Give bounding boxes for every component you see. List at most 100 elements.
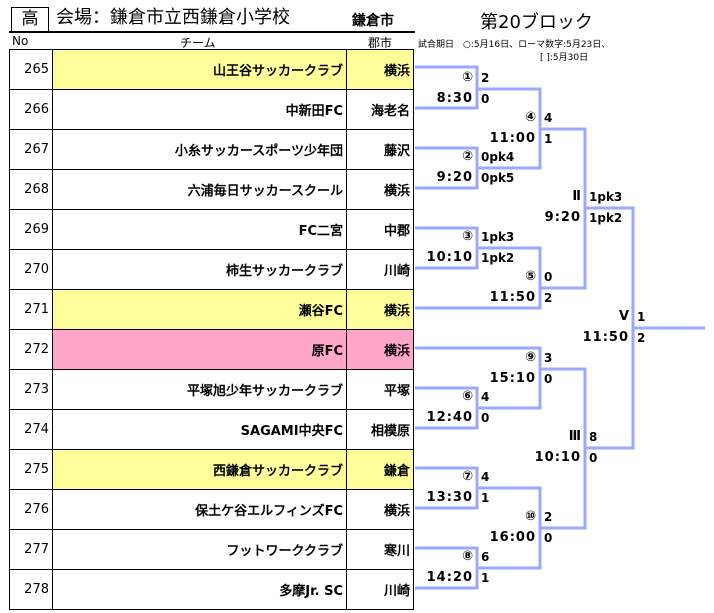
match-number: ② bbox=[461, 149, 473, 164]
score-top: 4 bbox=[544, 111, 553, 125]
match-number: ⑦ bbox=[461, 469, 473, 484]
team-number: 270 bbox=[9, 249, 53, 290]
score-top: 8 bbox=[589, 430, 598, 444]
team-name: 西鎌倉サッカークラブ bbox=[52, 449, 347, 490]
score-top: 6 bbox=[481, 550, 490, 564]
team-city: 中郡 bbox=[346, 209, 414, 250]
team-name: FC二宮 bbox=[52, 209, 347, 250]
team-name: 六浦毎日サッカースクール bbox=[52, 169, 347, 210]
score-bottom: 0 bbox=[544, 531, 553, 545]
team-name: 保土ケ谷エルフィンズFC bbox=[52, 489, 347, 530]
score-bottom: 1pk2 bbox=[589, 211, 623, 225]
score-bottom: 2 bbox=[637, 331, 646, 345]
score-bottom: 1 bbox=[481, 491, 490, 505]
team-name: 小糸サッカースポーツ少年団 bbox=[52, 129, 347, 170]
team-name: 多摩Jr. SC bbox=[52, 569, 347, 610]
match-number: ⑩ bbox=[524, 509, 536, 524]
match-time: 16:00 bbox=[489, 530, 536, 545]
bracket-line bbox=[415, 346, 542, 410]
team-city: 川崎 bbox=[346, 569, 414, 610]
match-time: 10:10 bbox=[534, 450, 581, 465]
score-top: 1pk3 bbox=[481, 230, 515, 244]
score-bottom: 2 bbox=[544, 291, 553, 305]
score-top: 2 bbox=[544, 510, 553, 524]
score-top: 1pk3 bbox=[589, 190, 623, 204]
team-number: 277 bbox=[9, 529, 53, 570]
block-title: 第20ブロック bbox=[480, 12, 593, 33]
team-number: 271 bbox=[9, 289, 53, 330]
column-header-city: 郡市 bbox=[368, 36, 393, 50]
match-time: 11:50 bbox=[489, 290, 536, 305]
team-city: 寒川 bbox=[346, 529, 414, 570]
team-name: 原FC bbox=[52, 329, 347, 370]
match-time: 12:40 bbox=[426, 410, 473, 425]
score-top: 3 bbox=[544, 351, 553, 365]
match-number: ⑧ bbox=[461, 549, 473, 564]
team-city: 相模原 bbox=[346, 409, 414, 450]
match-number: ⑤ bbox=[524, 269, 536, 284]
match-time: 11:00 bbox=[489, 131, 536, 146]
match-time: 10:10 bbox=[426, 250, 473, 265]
score-bottom: 1 bbox=[544, 132, 553, 146]
bracket-line bbox=[415, 546, 479, 590]
match-number: ① bbox=[461, 70, 473, 85]
score-top: 4 bbox=[481, 470, 490, 484]
score-bottom: 0 bbox=[481, 92, 490, 106]
team-city: 横浜 bbox=[346, 169, 414, 210]
bracket-line bbox=[477, 486, 542, 570]
bracket-line bbox=[585, 206, 635, 450]
match-number: ⑥ bbox=[461, 389, 473, 404]
bracket-line bbox=[415, 146, 479, 190]
score-bottom: 0pk5 bbox=[481, 171, 515, 185]
match-time: 9:20 bbox=[544, 210, 581, 225]
match-number: ④ bbox=[524, 110, 536, 125]
score-top: 0pk4 bbox=[481, 150, 515, 164]
score-bottom: 0 bbox=[481, 411, 490, 425]
team-city: 藤沢 bbox=[346, 129, 414, 170]
match-number: ⑨ bbox=[524, 350, 536, 365]
match-time: 11:50 bbox=[582, 330, 629, 345]
team-number: 273 bbox=[9, 369, 53, 410]
match-time: 9:20 bbox=[436, 170, 473, 185]
score-top: 2 bbox=[481, 71, 490, 85]
team-number: 275 bbox=[9, 449, 53, 490]
score-top: 4 bbox=[481, 390, 490, 404]
title-underline bbox=[9, 31, 415, 33]
score-bottom: 0 bbox=[589, 451, 598, 465]
team-city: 海老名 bbox=[346, 89, 414, 130]
team-number: 269 bbox=[9, 209, 53, 250]
bracket-line bbox=[540, 127, 587, 290]
match-number: Ⅴ bbox=[618, 309, 629, 324]
team-number: 276 bbox=[9, 489, 53, 530]
team-name: 山王谷サッカークラブ bbox=[52, 49, 347, 90]
score-top: 0 bbox=[544, 270, 553, 284]
match-time: 14:20 bbox=[426, 570, 473, 585]
team-city: 横浜 bbox=[346, 489, 414, 530]
match-time: 8:30 bbox=[436, 91, 473, 106]
bracket-line bbox=[415, 246, 542, 310]
team-name: SAGAMI中央FC bbox=[52, 409, 347, 450]
bracket-line bbox=[415, 386, 479, 430]
team-city: 横浜 bbox=[346, 49, 414, 90]
match-number: Ⅲ bbox=[568, 429, 581, 444]
team-city: 横浜 bbox=[346, 289, 414, 330]
match-number: Ⅱ bbox=[572, 189, 581, 204]
score-bottom: 1pk2 bbox=[481, 251, 515, 265]
column-header-no: No bbox=[12, 34, 29, 48]
bracket-line bbox=[540, 367, 587, 530]
schedule-note: 試合期日 ○:5月16日、ローマ数字:5月23日、 bbox=[418, 40, 611, 50]
score-bottom: 1 bbox=[481, 571, 490, 585]
team-city: 平塚 bbox=[346, 369, 414, 410]
score-bottom: 0 bbox=[544, 372, 553, 386]
schedule-note-2: [ ]:5月30日 bbox=[540, 53, 589, 63]
